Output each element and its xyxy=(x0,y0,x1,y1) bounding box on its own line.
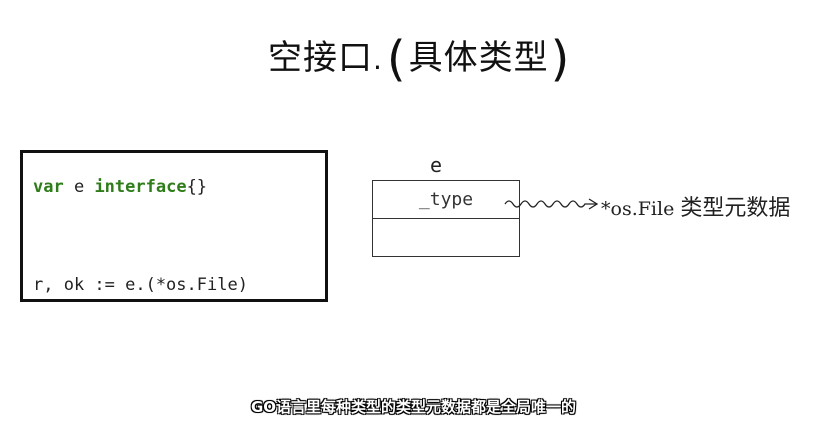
code-panel: var e interface{} r, ok := e.(*os.File) xyxy=(20,150,328,302)
code-line-assertion: r, ok := e.(*os.File) xyxy=(33,275,248,295)
video-subtitle: GO语言里每种类型的类型元数据都是全局唯一的 xyxy=(250,398,577,416)
code-braces: {} xyxy=(186,177,208,197)
wavy-arrow-icon xyxy=(504,198,599,210)
eface-struct-box: _type xyxy=(372,180,520,257)
keyword-var: var xyxy=(33,177,64,197)
target-type-name: *os.File xyxy=(601,198,675,220)
title-paren-open: ( xyxy=(386,31,407,87)
variable-label: e xyxy=(430,153,443,177)
type-metadata-label: *os.File 类型元数据 xyxy=(601,190,790,222)
title-separator: . xyxy=(373,43,383,76)
title-main: 空接口 xyxy=(268,38,373,78)
keyword-interface: interface xyxy=(94,177,187,197)
field-data-cell xyxy=(373,219,519,256)
code-var-name: e xyxy=(63,177,95,197)
title-detail: 具体类型 xyxy=(408,38,549,78)
target-type-desc: 类型元数据 xyxy=(680,196,791,221)
page-title: 空接口.(具体类型) xyxy=(268,30,572,87)
field-type-cell: _type xyxy=(373,181,519,219)
code-line-declaration: var e interface{} xyxy=(33,177,207,197)
title-paren-close: ) xyxy=(550,31,571,87)
